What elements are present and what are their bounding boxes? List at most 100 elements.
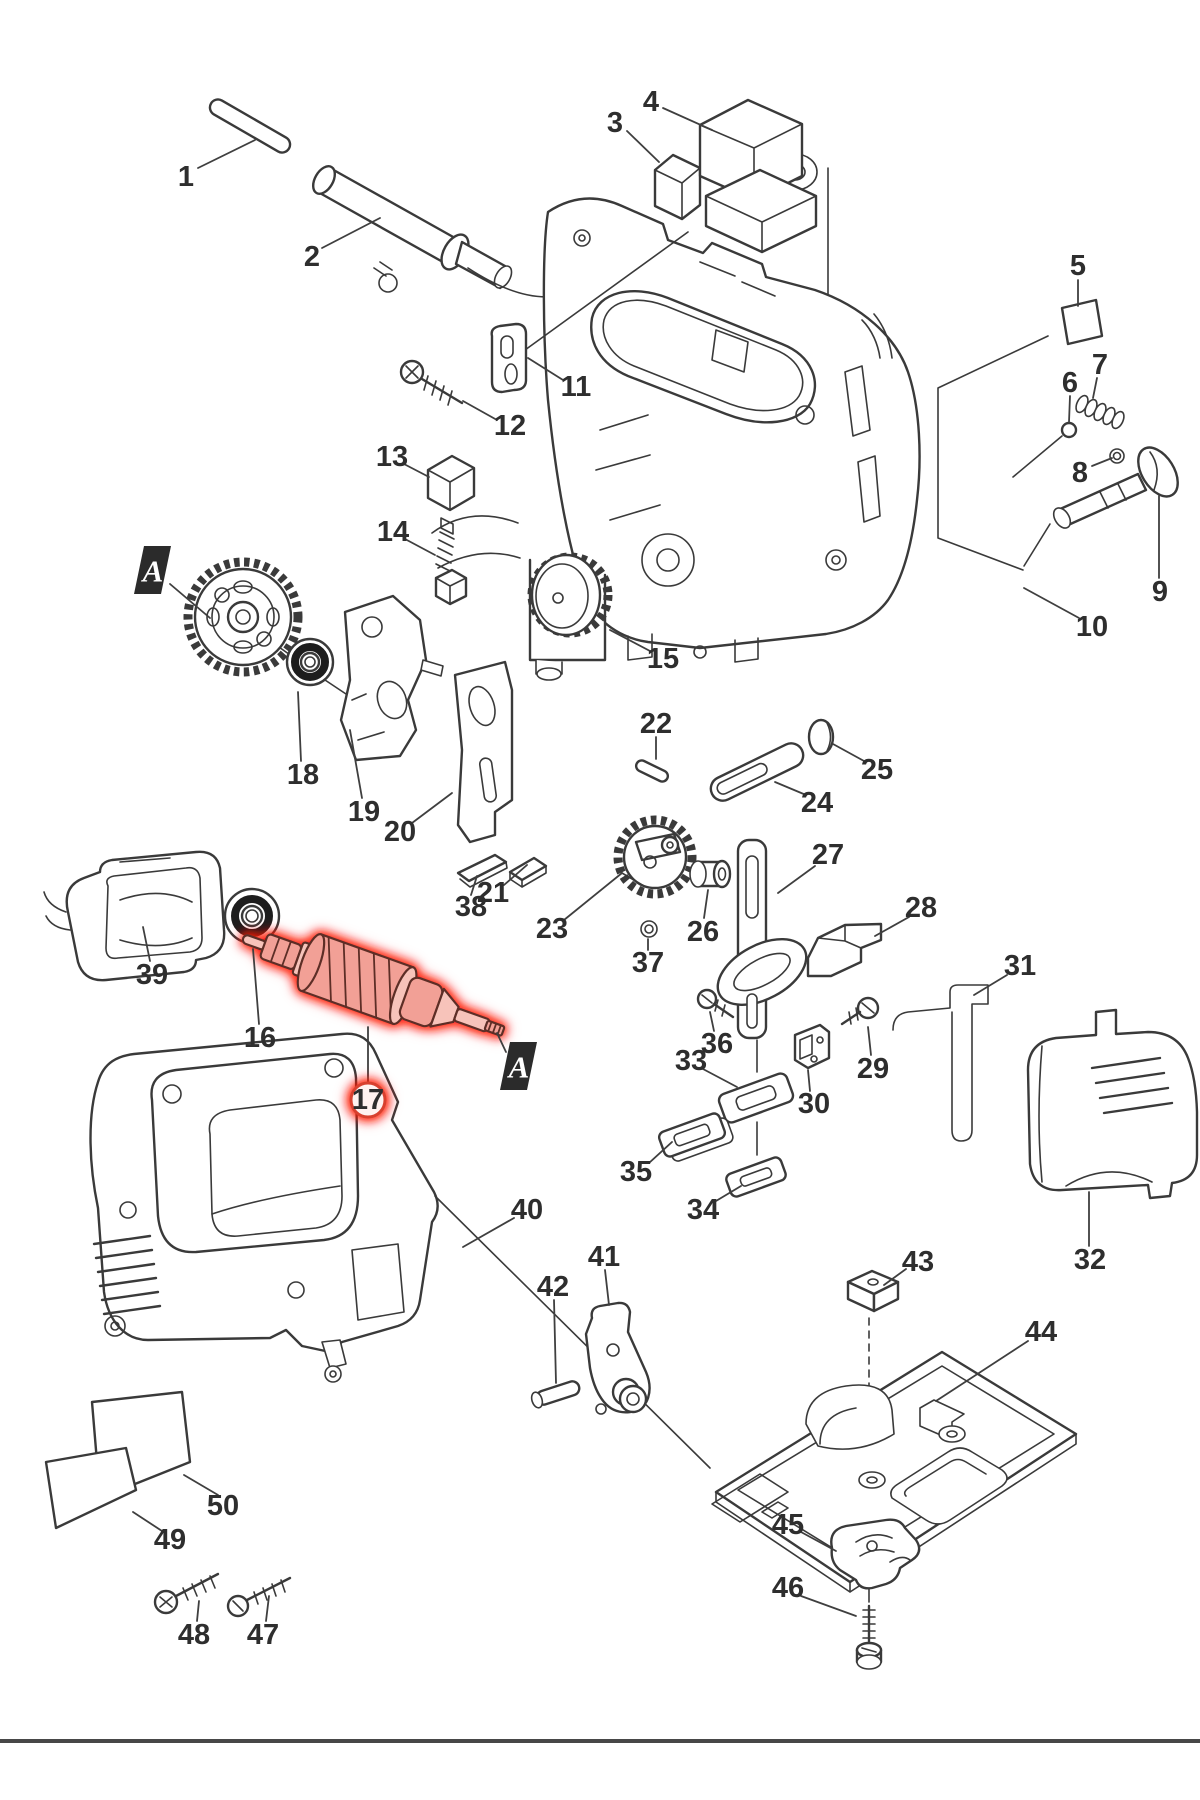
svg-text:38: 38 (455, 891, 487, 923)
part-19-counterweight-drawing (339, 594, 444, 762)
part-label-27: 27 (777, 839, 844, 894)
svg-text:50: 50 (207, 1490, 239, 1522)
svg-text:11: 11 (561, 371, 592, 403)
svg-text:15: 15 (647, 643, 679, 675)
part-36-screw-drawing (696, 988, 735, 1019)
part-40-housing-drawing (89, 1032, 711, 1469)
svg-text:4: 4 (643, 86, 659, 118)
part-label-16: 16 (244, 948, 276, 1054)
part-label-47: 47 (247, 1595, 279, 1651)
svg-text:5: 5 (1070, 250, 1086, 282)
view-marker-A-1: A (134, 546, 211, 619)
part-15-fan-drawing (431, 515, 613, 681)
part-label-10: 10 (1023, 587, 1108, 643)
part-31-wire-drawing (892, 984, 989, 1142)
part-label-40: 40 (462, 1194, 543, 1248)
part-6-ball-drawing (1012, 421, 1078, 478)
part-16-bearing-drawing (223, 887, 281, 945)
view-marker-A-2: A (496, 1032, 537, 1090)
part-17-armature-drawing[interactable] (233, 910, 513, 1060)
svg-text:35: 35 (620, 1156, 652, 1188)
part-2-cord-guard-drawing (311, 165, 572, 300)
part-label-35: 35 (620, 1141, 673, 1188)
svg-text:24: 24 (801, 787, 833, 819)
part-12-screw-drawing (399, 359, 464, 406)
part-28-lever-drawing (806, 922, 883, 978)
svg-text:47: 47 (247, 1619, 279, 1651)
svg-text:30: 30 (798, 1088, 830, 1120)
part-label-42: 42 (537, 1271, 569, 1384)
part-label-18: 18 (287, 691, 319, 791)
part-label-38: 38 (455, 875, 487, 923)
part-33-slider-drawing (717, 1072, 795, 1124)
part-label-25: 25 (832, 743, 893, 786)
part-label-9: 9 (1152, 495, 1168, 608)
part-label-2: 2 (304, 217, 381, 273)
part-label-5: 5 (1070, 250, 1086, 307)
svg-text:3: 3 (607, 107, 623, 139)
part-9-shaft-drawing (1023, 446, 1179, 567)
part-38-piece-drawing (456, 853, 508, 888)
svg-text:34: 34 (687, 1194, 719, 1226)
part-47-screw-drawing (226, 1576, 292, 1618)
part-label-23: 23 (536, 872, 623, 945)
svg-text:43: 43 (902, 1246, 934, 1278)
svg-text:10: 10 (1076, 611, 1108, 643)
svg-text:8: 8 (1072, 457, 1088, 489)
svg-text:16: 16 (244, 1022, 276, 1054)
svg-text:7: 7 (1092, 349, 1108, 381)
svg-text:27: 27 (812, 839, 844, 871)
svg-text:46: 46 (772, 1572, 804, 1604)
part-label-46: 46 (772, 1572, 857, 1617)
svg-text:26: 26 (687, 916, 719, 948)
part-4-switch-drawing (698, 98, 829, 521)
svg-text:29: 29 (857, 1053, 889, 1085)
part-21-piece-drawing (508, 856, 548, 888)
part-7-spring-drawing (1075, 394, 1125, 430)
part-label-11: 11 (527, 357, 592, 403)
part-label-28: 28 (874, 892, 937, 937)
svg-text:49: 49 (154, 1524, 186, 1556)
svg-text:A: A (141, 554, 164, 589)
part-20-plate-drawing (453, 660, 514, 844)
part-22-pin-drawing (634, 759, 670, 783)
part-label-12: 12 (462, 400, 526, 442)
part-label-3: 3 (607, 107, 660, 163)
part-label-50: 50 (183, 1474, 239, 1522)
part-35-plate-drawing (657, 1112, 734, 1162)
part-label-4: 4 (643, 86, 713, 131)
part-10-housing-drawing (524, 197, 921, 663)
labels-layer: 1234567891011121314151617181920212223242… (132, 86, 1168, 1651)
part-label-29: 29 (857, 1026, 889, 1085)
part-42-pin-drawing (530, 1380, 581, 1409)
svg-text:A: A (507, 1050, 530, 1085)
part-1-pin-drawing (208, 98, 292, 154)
svg-text:19: 19 (348, 796, 380, 828)
view-markers-layer: AA (134, 546, 537, 1090)
part-label-31: 31 (973, 950, 1036, 996)
svg-text:42: 42 (537, 1271, 569, 1303)
svg-text:13: 13 (376, 441, 408, 473)
highlighted-part-ring (349, 1081, 387, 1119)
part-41-lever-drawing (584, 1301, 651, 1415)
part-30-holder-drawing (793, 1023, 831, 1070)
part-29-screw-drawing (840, 996, 880, 1026)
svg-text:22: 22 (640, 708, 672, 740)
part-25-disc-drawing (807, 718, 835, 756)
part-45-clamp-drawing (830, 1518, 921, 1590)
part-23-gear-drawing (613, 815, 697, 899)
part-label-7: 7 (1092, 349, 1108, 399)
part-label-36: 36 (701, 1011, 733, 1060)
part-label-13: 13 (376, 441, 430, 478)
part-26-bushing-drawing (689, 859, 732, 889)
part-48-screw-drawing (153, 1572, 220, 1615)
part-label-20: 20 (384, 792, 453, 848)
svg-text:6: 6 (1062, 367, 1078, 399)
part-label-17[interactable]: 17 (349, 1026, 387, 1119)
part-37-nut-drawing (640, 920, 658, 938)
part-24-bar-drawing (709, 742, 805, 802)
part-label-33: 33 (675, 1045, 738, 1088)
part-label-22: 22 (640, 708, 672, 760)
part-27-slider-drawing (716, 838, 808, 1156)
